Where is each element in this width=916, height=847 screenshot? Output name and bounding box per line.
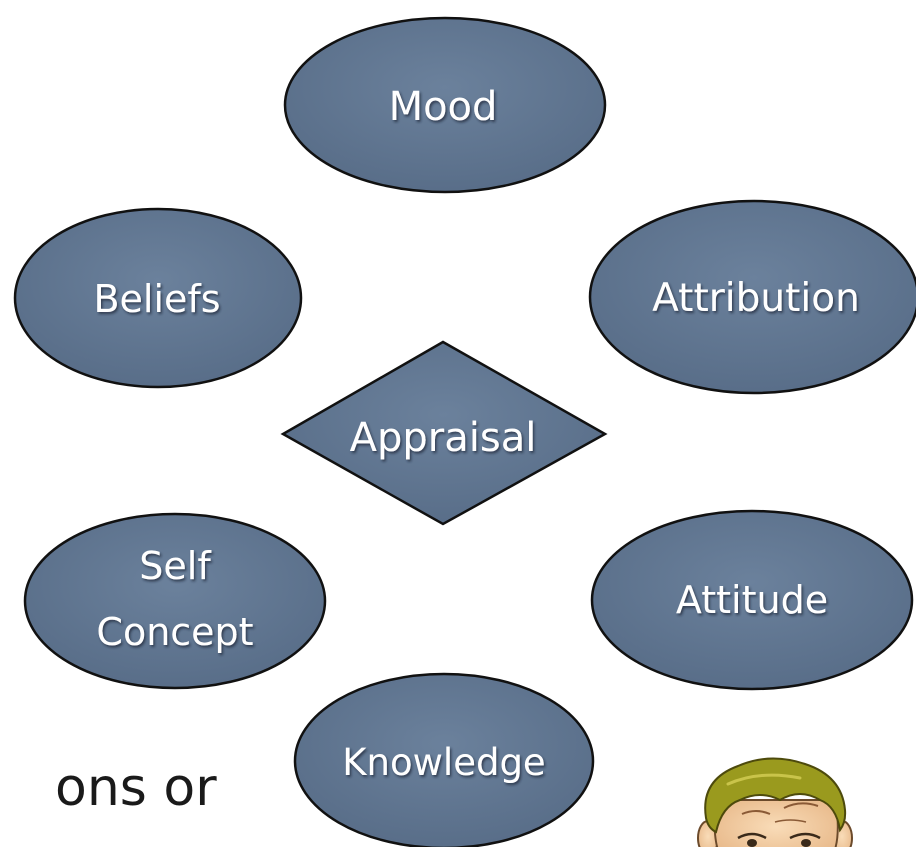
slide-body-text: ons or (55, 758, 217, 818)
beliefs-node: Beliefs (13, 207, 303, 389)
attitude-node: Attitude (590, 509, 914, 691)
attribution-label: Attribution (652, 276, 860, 321)
appraisal-node: Appraisal (280, 340, 608, 526)
beliefs-label: Beliefs (93, 277, 220, 321)
knowledge-node: Knowledge (293, 672, 595, 847)
self-concept-label-line1: Self (139, 544, 212, 588)
attitude-label: Attitude (676, 578, 828, 622)
worried-face-icon (697, 757, 853, 847)
knowledge-label: Knowledge (342, 741, 545, 784)
mood-label: Mood (389, 84, 498, 130)
attribution-node: Attribution (588, 199, 916, 395)
self-concept-node: Self Concept (23, 512, 327, 690)
self-concept-label-line2: Concept (96, 610, 253, 654)
appraisal-label: Appraisal (350, 415, 537, 461)
mood-node: Mood (283, 16, 607, 194)
